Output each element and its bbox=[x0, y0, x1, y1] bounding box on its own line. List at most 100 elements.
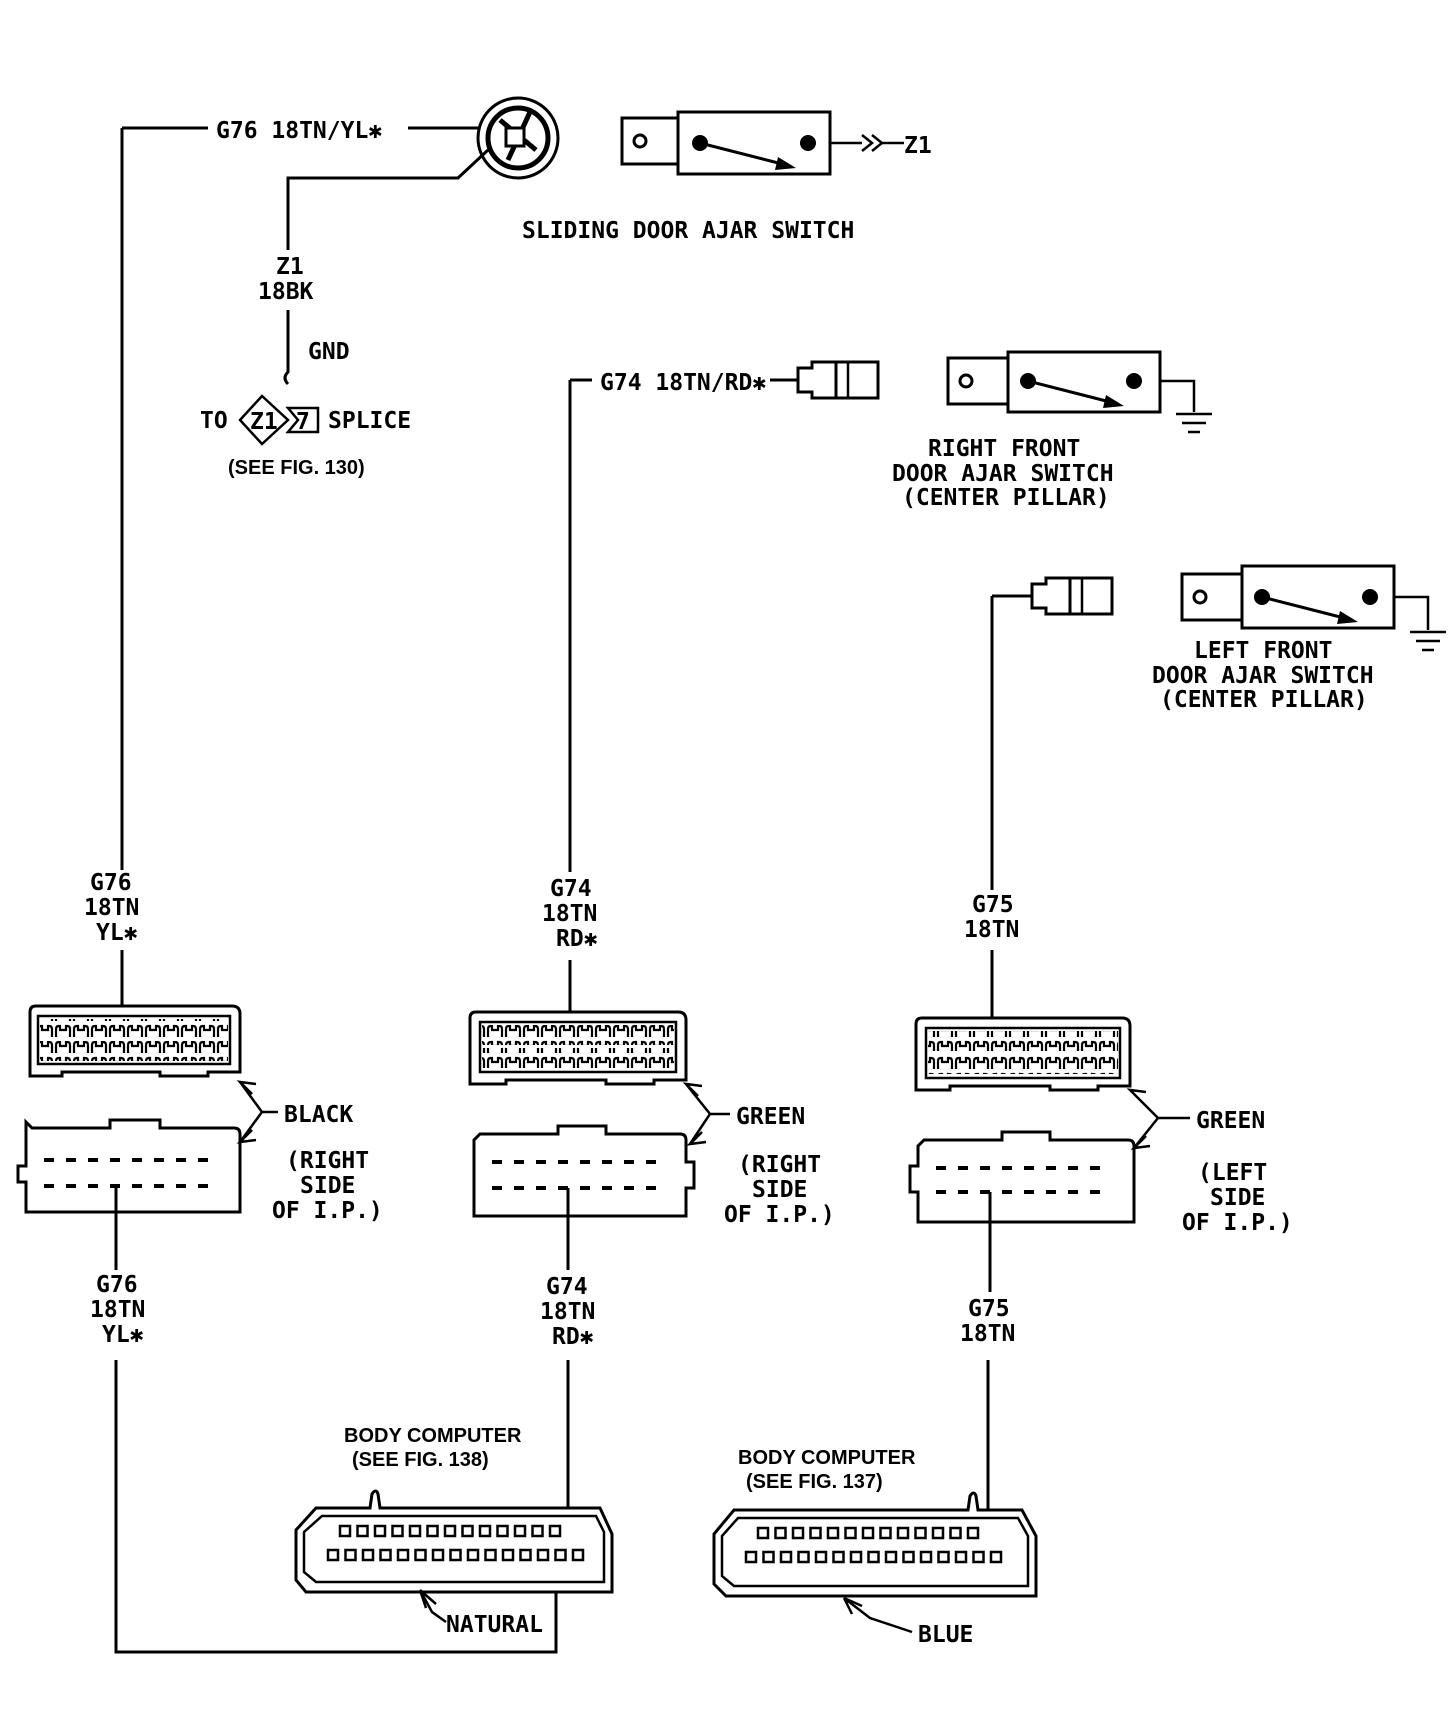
pin-cavity bbox=[919, 1550, 933, 1564]
green-right-side-l2: SIDE bbox=[1210, 1185, 1265, 1211]
g76-lower-l2: 18TN bbox=[90, 1297, 145, 1323]
sliding-round-connector bbox=[476, 96, 560, 180]
sliding-switch-symbol bbox=[620, 110, 904, 176]
bc-left-color: NATURAL bbox=[446, 1612, 543, 1638]
black-color-label: BLACK bbox=[284, 1102, 353, 1128]
pin-cavity bbox=[326, 1548, 340, 1562]
pin-cavity bbox=[844, 1526, 857, 1540]
gnd-label: GND bbox=[308, 339, 350, 365]
splice-flag bbox=[285, 406, 320, 434]
g74-upper-l2: 18TN bbox=[542, 901, 597, 927]
pin-cavity bbox=[902, 1550, 915, 1564]
pin-cavity bbox=[391, 1524, 404, 1538]
pin-cavity bbox=[879, 1526, 892, 1540]
wire-z1-lower bbox=[283, 310, 290, 386]
pin-cavity bbox=[797, 1550, 810, 1564]
splice-to-label: TO bbox=[200, 408, 228, 434]
pin-cavity bbox=[478, 1524, 492, 1538]
pin-cavity bbox=[954, 1550, 968, 1564]
black-side-l2: SIDE bbox=[300, 1173, 355, 1199]
pin-cavity bbox=[791, 1526, 805, 1540]
green-right-side-l1: (LEFT bbox=[1198, 1160, 1267, 1186]
pin-cavity bbox=[774, 1526, 787, 1540]
wire-g76-to-computer bbox=[114, 1360, 558, 1654]
body-computer-natural: BODY COMPUTER (SEE FIG. 138) NATURAL bbox=[294, 1425, 614, 1638]
bc-left-pin-grid bbox=[326, 1524, 585, 1562]
pin-cavity bbox=[519, 1548, 532, 1562]
pin-cavity bbox=[344, 1548, 357, 1562]
sliding-switch-title: SLIDING DOOR AJAR SWITCH bbox=[522, 218, 854, 244]
sliding-door-ajar-switch-group: G76 18TN/YL✱ Z1 18BK GND TO Z1 7 SPLICE … bbox=[120, 96, 932, 870]
left-front-title-3: (CENTER PILLAR) bbox=[1160, 687, 1368, 713]
pin-cavity bbox=[931, 1526, 945, 1540]
right-front-switch-symbol bbox=[946, 350, 1212, 434]
pin-cavity bbox=[496, 1524, 509, 1538]
inline-connector-black: G76 18TN YL✱ BLACK (RIGHT SIDE OF I.P.) … bbox=[16, 870, 558, 1654]
g76-upper-l3: YL✱ bbox=[96, 920, 138, 946]
bc-left-ref: (SEE FIG. 138) bbox=[352, 1449, 489, 1471]
splice-num: 7 bbox=[296, 409, 310, 435]
pin-cavity bbox=[548, 1524, 562, 1538]
pin-cavity bbox=[396, 1548, 410, 1562]
splice-diamond bbox=[238, 394, 290, 446]
wire-z1 bbox=[286, 148, 490, 250]
pin-cavity bbox=[861, 1526, 875, 1540]
bc-right-color: BLUE bbox=[918, 1622, 973, 1648]
pin-cavity bbox=[513, 1524, 527, 1538]
green-mid-side-l1: (RIGHT bbox=[738, 1152, 821, 1178]
pin-cavity bbox=[536, 1548, 550, 1562]
pin-cavity bbox=[449, 1548, 462, 1562]
g76-upper-l2: 18TN bbox=[84, 895, 139, 921]
g76-lower-l3: YL✱ bbox=[102, 1322, 144, 1348]
g76-upper-l1: G76 bbox=[90, 870, 132, 896]
pin-cavity bbox=[744, 1550, 758, 1564]
g74-lower-l1: G74 bbox=[546, 1274, 588, 1300]
pin-cavity bbox=[431, 1548, 445, 1562]
black-side-l3: OF I.P.) bbox=[272, 1198, 383, 1224]
pin-cavity bbox=[832, 1550, 845, 1564]
wire-g75 bbox=[990, 594, 1032, 890]
bc-right-ref: (SEE FIG. 137) bbox=[746, 1471, 883, 1493]
pin-cavity bbox=[884, 1550, 898, 1564]
right-front-plug-connector bbox=[796, 360, 880, 400]
bc-left-title: BODY COMPUTER bbox=[344, 1425, 522, 1447]
pin-cavity bbox=[408, 1524, 422, 1538]
pin-cavity bbox=[571, 1548, 585, 1562]
body-computer-blue: BODY COMPUTER (SEE FIG. 137) BLUE bbox=[712, 1447, 1038, 1648]
splice-word: SPLICE bbox=[328, 408, 411, 434]
pin-cavity bbox=[914, 1526, 927, 1540]
pin-cavity bbox=[867, 1550, 880, 1564]
left-front-title-1: LEFT FRONT bbox=[1194, 638, 1332, 664]
pin-cavity bbox=[379, 1548, 392, 1562]
left-front-title-2: DOOR AJAR SWITCH bbox=[1152, 663, 1374, 689]
pin-cavity bbox=[966, 1526, 980, 1540]
pin-cavity bbox=[989, 1550, 1003, 1564]
pin-cavity bbox=[756, 1526, 770, 1540]
pin-cavity bbox=[466, 1548, 480, 1562]
green-mid-side-l2: SIDE bbox=[752, 1177, 807, 1203]
left-front-switch-symbol bbox=[1180, 564, 1446, 652]
pin-cavity bbox=[338, 1524, 352, 1538]
g74-upper-l1: G74 bbox=[550, 876, 592, 902]
g76-lower-l1: G76 bbox=[96, 1272, 138, 1298]
splice-fig-ref: (SEE FIG. 130) bbox=[228, 457, 365, 479]
left-front-plug-connector bbox=[1030, 576, 1114, 616]
pin-cavity bbox=[356, 1524, 369, 1538]
wire-g74 bbox=[568, 378, 798, 872]
inline-connector-green-right: G74 18TN RD✱ GREEN (RIGHT SIDE OF I.P.) … bbox=[468, 876, 835, 1532]
pin-cavity bbox=[972, 1550, 985, 1564]
pin-cavity bbox=[826, 1526, 840, 1540]
green-right-color-label: GREEN bbox=[1196, 1108, 1265, 1134]
pin-cavity bbox=[443, 1524, 457, 1538]
g75-lower-l2: 18TN bbox=[960, 1321, 1015, 1347]
green-mid-color-label: GREEN bbox=[736, 1104, 805, 1130]
inline-connector-green-left: G75 18TN GREEN (LEFT SIDE OF I.P.) G75 1… bbox=[908, 892, 1293, 1530]
g74-top-label: G74 18TN/RD✱ bbox=[600, 370, 766, 396]
pin-cavity bbox=[949, 1526, 962, 1540]
g76-top-label: G76 18TN/YL✱ bbox=[216, 118, 382, 144]
pin-cavity bbox=[426, 1524, 439, 1538]
g74-upper-l3: RD✱ bbox=[556, 926, 598, 952]
z1-out-label: Z1 bbox=[904, 133, 932, 159]
pin-cavity bbox=[554, 1548, 567, 1562]
pin-cavity bbox=[762, 1550, 775, 1564]
